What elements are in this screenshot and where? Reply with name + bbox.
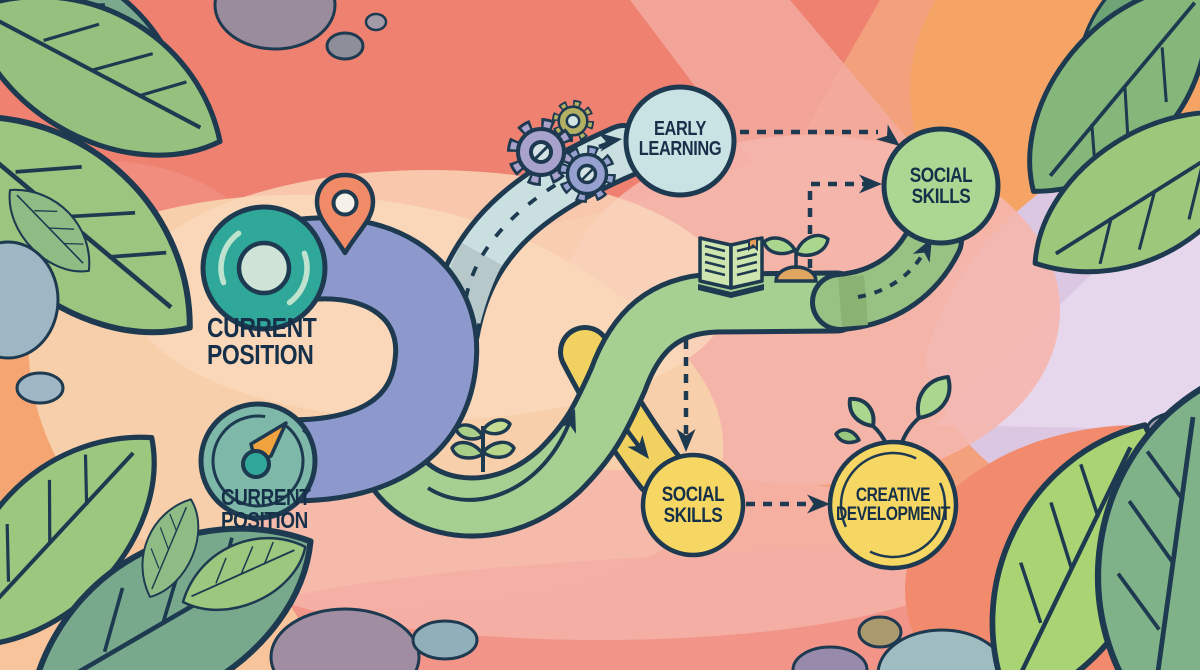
connector-book-to-social-top: [807, 181, 868, 268]
label-current-position-compass: CURRENT POSITION: [221, 484, 311, 533]
node-current-position-compass: [198, 401, 318, 521]
label-early-learning: EARLY LEARNING: [638, 118, 722, 160]
plant-icon: [450, 418, 516, 472]
map-pin-icon: [314, 172, 376, 256]
node-current-position-start: [200, 204, 328, 332]
node-social-skills-top: [881, 126, 1001, 246]
decorative-stones-left: [0, 240, 65, 405]
path-green-connector: [810, 210, 964, 332]
open-book-icon: [698, 236, 764, 298]
label-social-skills-top: SOCIAL SKILLS: [909, 164, 973, 208]
node-creative-development: [827, 375, 959, 571]
seedling-icon: [762, 233, 830, 283]
label-social-skills-mid: SOCIAL SKILLS: [661, 483, 725, 527]
label-current-position-start: CURRENT POSITION: [207, 312, 317, 371]
node-social-skills-mid: [640, 452, 746, 558]
path-blue-ring: [219, 215, 480, 504]
decorative-stones-top: [213, 0, 388, 61]
path-green-main: [356, 270, 868, 539]
label-creative-development: CREATIVE DEVELOPMENT: [835, 485, 951, 525]
node-early-learning: [623, 84, 737, 198]
dashed-connectors: [683, 129, 878, 507]
